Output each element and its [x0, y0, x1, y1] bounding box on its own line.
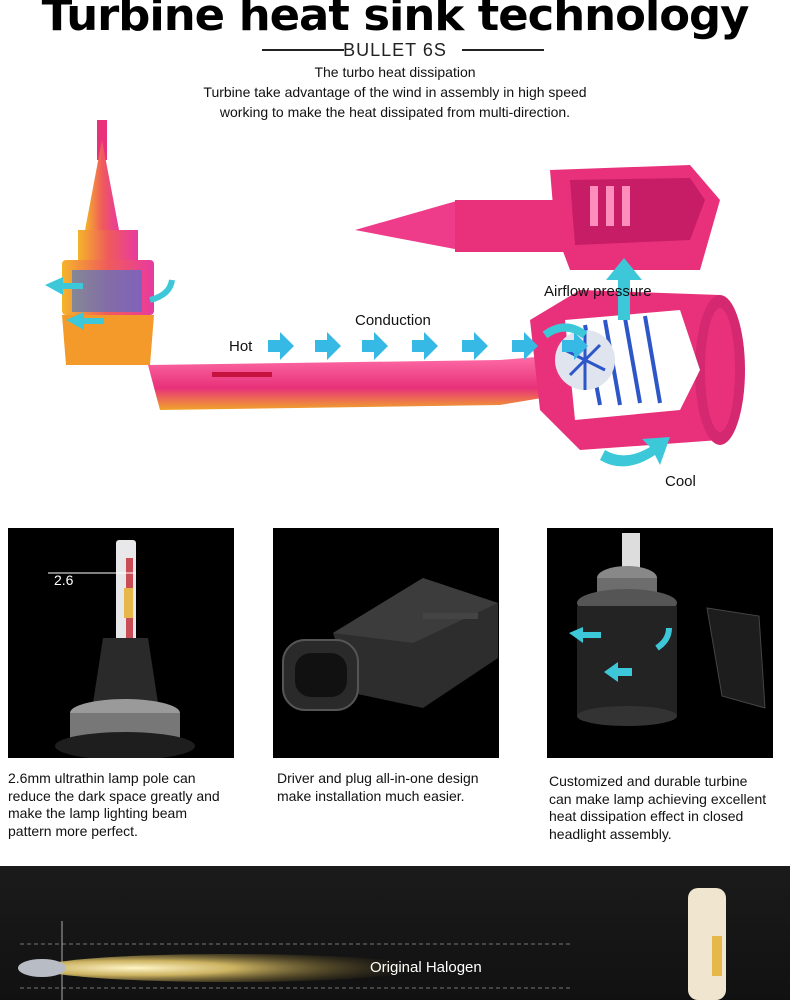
- beam-comparison-panel: Original Halogen: [0, 866, 790, 1000]
- subtitle: BULLET 6S: [343, 40, 447, 60]
- arrow-right-icon: [512, 332, 538, 360]
- caption-line: make installation much easier.: [277, 787, 465, 804]
- turbine-diagram: [45, 120, 745, 467]
- subtitle-row: BULLET 6S: [0, 38, 790, 62]
- caption-line: heat dissipation effect in closed: [549, 808, 744, 824]
- beam-label-original-halogen: Original Halogen: [370, 959, 482, 976]
- conduction-arrows: [268, 332, 588, 360]
- caption-line: make the lamp lighting beam: [8, 805, 187, 821]
- feature-photo-driver-plug: [273, 528, 499, 758]
- label-conduction: Conduction: [355, 312, 431, 329]
- car-icon: [18, 959, 66, 977]
- label-airflow-pressure: Airflow pressure: [544, 283, 652, 300]
- turbine-arrow-icon: [569, 627, 601, 643]
- arrow-right-icon: [268, 332, 294, 360]
- pole-width-measure: 2.6: [54, 572, 74, 588]
- small-bulb-illustration: [45, 120, 175, 365]
- intro-line-3: working to make the heat dissipated from…: [219, 104, 571, 120]
- arrow-right-icon: [412, 332, 438, 360]
- airflow-up-arrow-icon: [606, 258, 642, 320]
- airflow-arrow-icon: [66, 312, 104, 330]
- arrow-right-icon: [362, 332, 388, 360]
- caption-line: 2.6mm ultrathin lamp pole can: [8, 770, 196, 786]
- driver-plug-illustration: [282, 578, 498, 711]
- heat-conduction-bar: [148, 355, 560, 410]
- caption-line: pattern more perfect.: [8, 822, 138, 839]
- arrow-right-icon: [562, 332, 588, 360]
- turbine-photo-illustration: [569, 533, 766, 726]
- caption-line: reduce the dark space greatly and: [8, 787, 220, 804]
- label-hot: Hot: [229, 338, 253, 355]
- caption-line: can make lamp achieving excellent: [549, 790, 767, 807]
- caption-turbine: Customized and durable turbine can make …: [549, 773, 766, 843]
- caption-driver-plug: Driver and plug all-in-one design make i…: [277, 770, 479, 805]
- intro-line-1: The turbo heat dissipation: [314, 64, 476, 80]
- turbine-housing-top: [355, 165, 720, 270]
- arrow-right-icon: [462, 332, 488, 360]
- page-title: Turbine heat sink technology: [41, 0, 750, 41]
- beam-illustration: [18, 888, 726, 1000]
- subtitle-rule-right: [462, 49, 544, 51]
- label-cool: Cool: [665, 473, 696, 490]
- subtitle-rule-left: [262, 49, 344, 51]
- cool-arrow-icon: [600, 437, 670, 467]
- arrow-right-icon: [315, 332, 341, 360]
- airflow-arrow-icon: [45, 277, 83, 295]
- turbine-arrow-icon: [604, 662, 632, 682]
- intro-line-2: Turbine take advantage of the wind in as…: [203, 84, 587, 100]
- caption-line: headlight assembly.: [549, 825, 672, 842]
- caption-line: Customized and durable turbine: [549, 773, 748, 789]
- caption-line: Driver and plug all-in-one design: [277, 770, 479, 786]
- caption-lamp-pole: 2.6mm ultrathin lamp pole can reduce the…: [8, 770, 220, 840]
- lamp-pole-illustration: [48, 540, 195, 758]
- feature-photo-turbine: [547, 528, 773, 758]
- feature-photo-lamp-pole: 2.6: [8, 528, 234, 758]
- turbine-cylinder: [530, 290, 745, 450]
